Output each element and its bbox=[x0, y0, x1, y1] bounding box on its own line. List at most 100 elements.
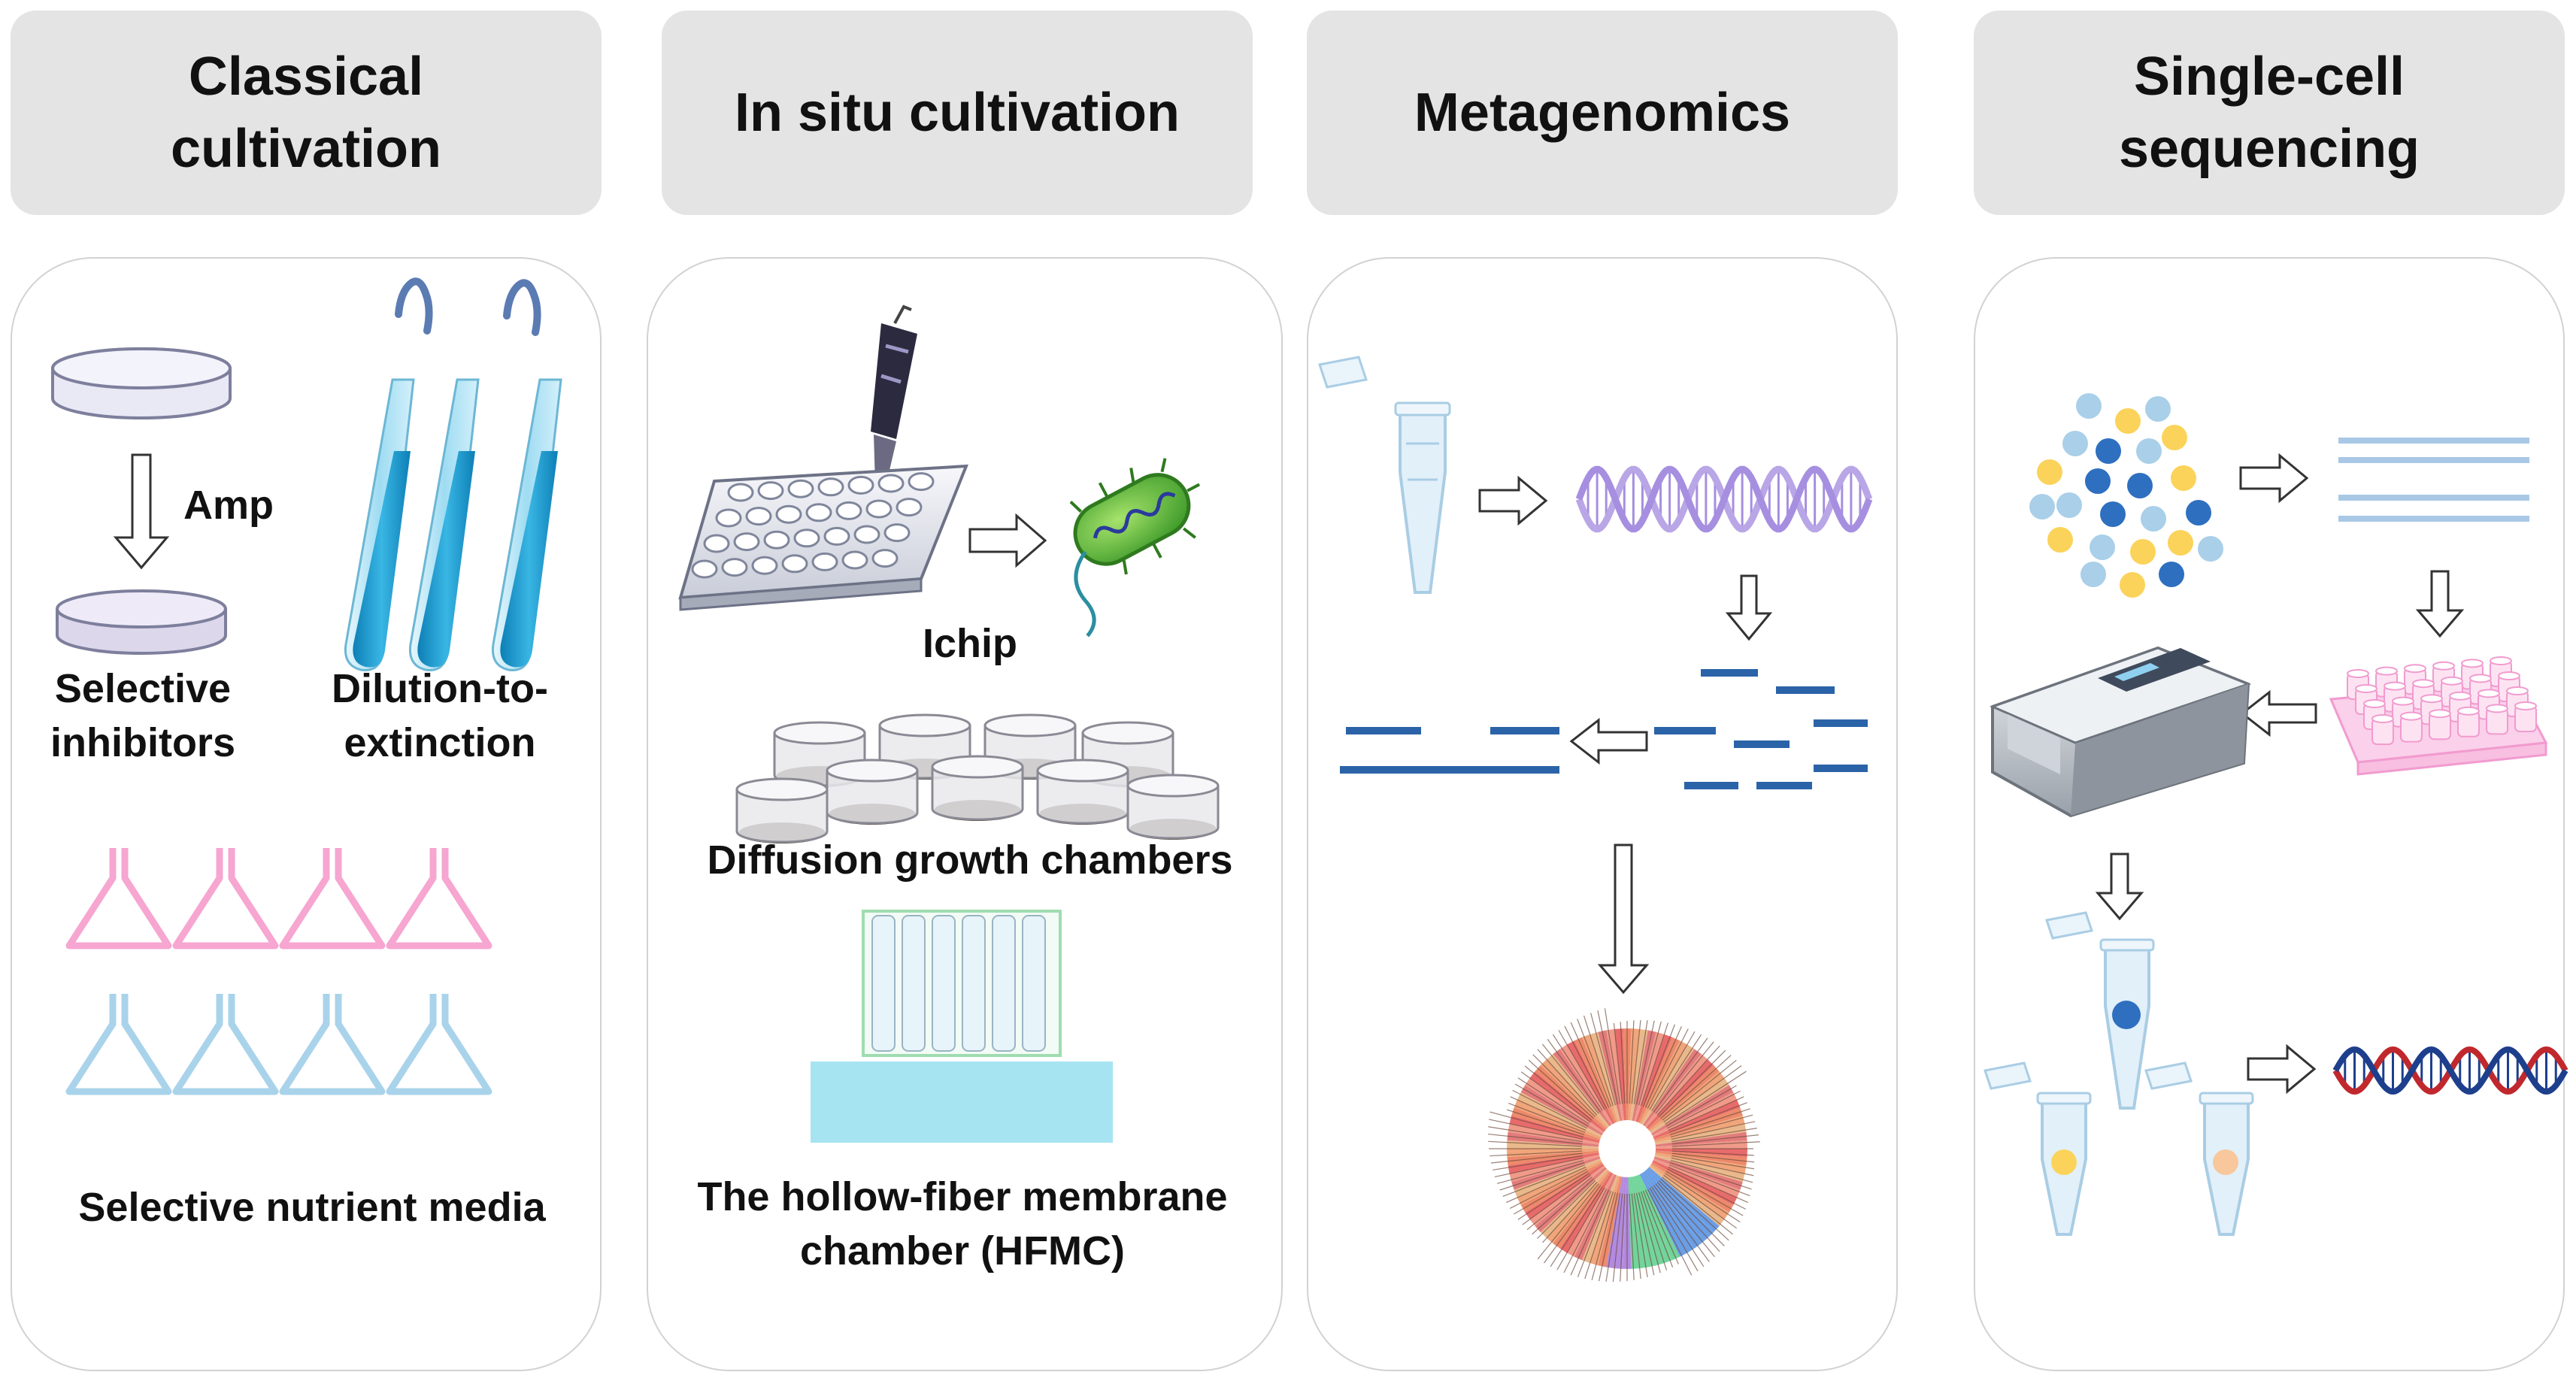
ichip-wells bbox=[691, 472, 935, 579]
ichip-well bbox=[883, 523, 911, 543]
tree-branch bbox=[1558, 1030, 1605, 1110]
tree-sector bbox=[1559, 1044, 1613, 1125]
tree-branch bbox=[1493, 1155, 1583, 1171]
microtube-icon bbox=[1984, 1061, 2092, 1236]
ichip-well bbox=[805, 503, 832, 522]
cell bbox=[2056, 492, 2082, 518]
chamber-body bbox=[735, 789, 829, 843]
label-hollow-fiber-membrane-chamber: The hollow-fiber membrane chamber (HFMC) bbox=[697, 1174, 1228, 1273]
ichip-well bbox=[781, 554, 808, 574]
tree-branch bbox=[1494, 1157, 1583, 1178]
microtube-icon bbox=[2045, 911, 2155, 1110]
ichip-well bbox=[853, 525, 880, 544]
chamber-rim bbox=[1126, 774, 1220, 798]
arrow-icon bbox=[1569, 717, 1648, 765]
tree-sector bbox=[1525, 1164, 1605, 1220]
ichip-well bbox=[751, 556, 778, 575]
tree-branch bbox=[1644, 1026, 1682, 1108]
tree-sector bbox=[1644, 1053, 1708, 1128]
tree-branch bbox=[1668, 1102, 1747, 1134]
tree-branch bbox=[1635, 1192, 1655, 1276]
tree-sector bbox=[1525, 1077, 1605, 1134]
header-metagenomics: Metagenomics bbox=[1307, 11, 1898, 215]
cell bbox=[2047, 527, 2073, 553]
tree-branch bbox=[1662, 1177, 1734, 1235]
ichip-well bbox=[763, 530, 790, 550]
tree-branch bbox=[1556, 1187, 1605, 1270]
test-tube-icon bbox=[491, 279, 562, 671]
label-selective-nutrient-media: Selective nutrient media bbox=[78, 1185, 546, 1230]
chamber-rim bbox=[931, 755, 1024, 779]
chamber-rim bbox=[1036, 759, 1129, 783]
tree-sector bbox=[1546, 1053, 1610, 1128]
tree-sector bbox=[1540, 1168, 1608, 1238]
tree-branch bbox=[1651, 1034, 1702, 1112]
tree-branch bbox=[1642, 1024, 1675, 1107]
tree-branch bbox=[1514, 1171, 1589, 1215]
hollow-fiber-chamber-icon bbox=[811, 910, 1113, 1143]
tree-branch bbox=[1667, 1168, 1746, 1210]
ichip-well bbox=[841, 550, 868, 570]
ichip-well bbox=[817, 477, 844, 497]
plate-well-top bbox=[2400, 711, 2423, 721]
tree-branch bbox=[1671, 1141, 1760, 1147]
tree-sector bbox=[1508, 1152, 1599, 1174]
tree-branch bbox=[1670, 1159, 1753, 1183]
tree-branch bbox=[1570, 1189, 1610, 1276]
tree-branch bbox=[1522, 1174, 1591, 1225]
tree-branch bbox=[1663, 1065, 1742, 1123]
tree-sector bbox=[1590, 1176, 1620, 1266]
tree-sector bbox=[1514, 1099, 1602, 1140]
chamber-rim bbox=[1081, 721, 1174, 745]
cell bbox=[2198, 536, 2223, 562]
ichip-well bbox=[811, 552, 838, 571]
chamber-rim bbox=[826, 759, 919, 783]
tree-branch bbox=[1509, 1168, 1587, 1209]
dna-helix-icon bbox=[2332, 1046, 2568, 1095]
petri-dish-icon bbox=[51, 347, 232, 419]
tree-branch bbox=[1590, 1013, 1617, 1106]
label-ichip: Ichip bbox=[922, 621, 1017, 666]
tree-branch bbox=[1642, 1190, 1674, 1267]
ichip-well bbox=[775, 504, 802, 524]
tree-branch bbox=[1583, 1015, 1614, 1107]
tree-branch bbox=[1660, 1178, 1729, 1241]
cell bbox=[2096, 438, 2121, 464]
cell bbox=[2171, 465, 2196, 491]
tree-branch bbox=[1663, 1174, 1737, 1229]
ichip-well bbox=[703, 534, 730, 553]
cell bbox=[2029, 494, 2055, 519]
chamber-rim bbox=[878, 713, 971, 737]
dna-helix-icon bbox=[1575, 465, 1873, 533]
tree-branch bbox=[1487, 1133, 1583, 1145]
tree-sector bbox=[1634, 1176, 1665, 1266]
tree-sector bbox=[1628, 1028, 1640, 1121]
tree-branch bbox=[1659, 1049, 1726, 1117]
tree-branch bbox=[1507, 1109, 1585, 1136]
test-tube-icon bbox=[408, 378, 480, 671]
tree-branch bbox=[1488, 1140, 1583, 1147]
arrow-icon bbox=[1597, 843, 1650, 995]
plate-well-top bbox=[2392, 696, 2414, 706]
tree-branch bbox=[1655, 1183, 1715, 1258]
tree-branch bbox=[1537, 1183, 1599, 1260]
ichip-well bbox=[896, 498, 923, 517]
tree-branch bbox=[1629, 1020, 1635, 1104]
cell bbox=[2037, 459, 2062, 485]
arrow-icon bbox=[1478, 475, 1548, 526]
cell bbox=[2136, 438, 2162, 464]
tree-branch bbox=[1542, 1182, 1598, 1243]
cell bbox=[2080, 562, 2106, 587]
tree-branch bbox=[1537, 1180, 1596, 1239]
tree-branch bbox=[1537, 1049, 1598, 1116]
label-selective-inhibitors: Selective inhibitors bbox=[50, 666, 235, 765]
plate-well-top bbox=[2429, 709, 2451, 719]
ichip-well bbox=[908, 472, 935, 492]
ichip-well bbox=[757, 481, 784, 501]
tree-branch bbox=[1668, 1164, 1750, 1197]
tree-branch bbox=[1664, 1071, 1747, 1125]
test-tube-icon bbox=[344, 277, 433, 671]
arrow-icon bbox=[2240, 689, 2317, 737]
tree-sector bbox=[1653, 1158, 1741, 1198]
tree-branch bbox=[1669, 1108, 1750, 1136]
